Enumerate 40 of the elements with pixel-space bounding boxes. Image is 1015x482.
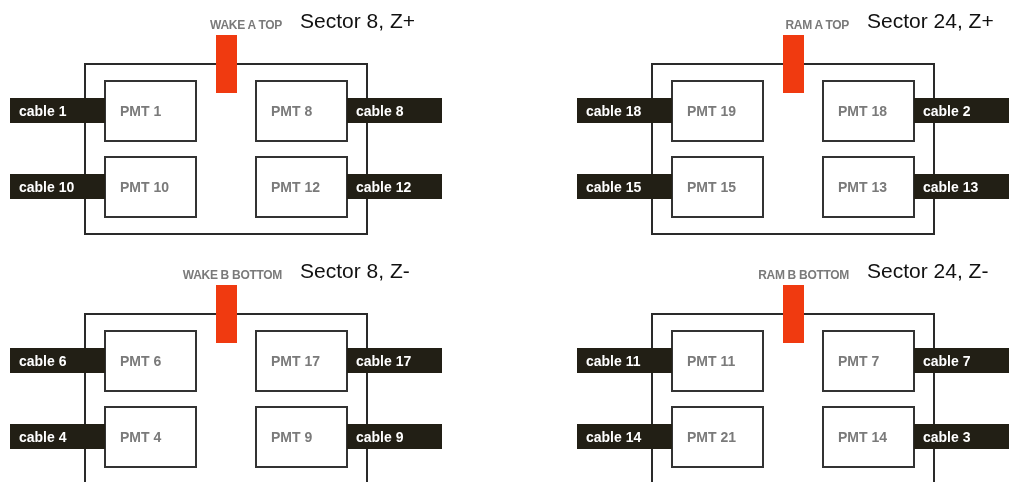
pmt-box: PMT 13 (822, 156, 915, 218)
cable-bar: cable 13 (914, 174, 1009, 199)
cable-bar: cable 1 (10, 98, 105, 123)
cable-bar: cable 4 (10, 424, 105, 449)
module-name: RAM B BOTTOM (758, 268, 849, 282)
sector-label: Sector 8, Z+ (300, 9, 415, 33)
pmt-box: PMT 11 (671, 330, 764, 392)
pmt-box: PMT 17 (255, 330, 348, 392)
pmt-box: PMT 21 (671, 406, 764, 468)
pmt-box: PMT 4 (104, 406, 197, 468)
pmt-box: PMT 19 (671, 80, 764, 142)
cable-bar: cable 10 (10, 174, 105, 199)
cable-bar: cable 2 (914, 98, 1009, 123)
pmt-box: PMT 10 (104, 156, 197, 218)
cable-bar: cable 14 (577, 424, 672, 449)
pmt-box: PMT 14 (822, 406, 915, 468)
cable-bar: cable 12 (347, 174, 442, 199)
pmt-box: PMT 12 (255, 156, 348, 218)
sector-label: Sector 24, Z+ (867, 9, 994, 33)
module-name: WAKE B BOTTOM (182, 268, 282, 282)
pmt-box: PMT 9 (255, 406, 348, 468)
cable-bar: cable 15 (577, 174, 672, 199)
module-name: WAKE A TOP (210, 18, 282, 32)
pmt-box: PMT 6 (104, 330, 197, 392)
cable-bar: cable 17 (347, 348, 442, 373)
cable-bar: cable 3 (914, 424, 1009, 449)
pmt-box: PMT 7 (822, 330, 915, 392)
cable-bar: cable 18 (577, 98, 672, 123)
pmt-box: PMT 1 (104, 80, 197, 142)
cable-bar: cable 6 (10, 348, 105, 373)
pmt-box: PMT 15 (671, 156, 764, 218)
sector-label: Sector 8, Z- (300, 259, 410, 283)
sector-label: Sector 24, Z- (867, 259, 989, 283)
cable-bar: cable 7 (914, 348, 1009, 373)
cable-bar: cable 9 (347, 424, 442, 449)
cable-bar: cable 11 (577, 348, 672, 373)
module-name: RAM A TOP (785, 18, 849, 32)
cable-bar: cable 8 (347, 98, 442, 123)
pmt-box: PMT 18 (822, 80, 915, 142)
pmt-box: PMT 8 (255, 80, 348, 142)
